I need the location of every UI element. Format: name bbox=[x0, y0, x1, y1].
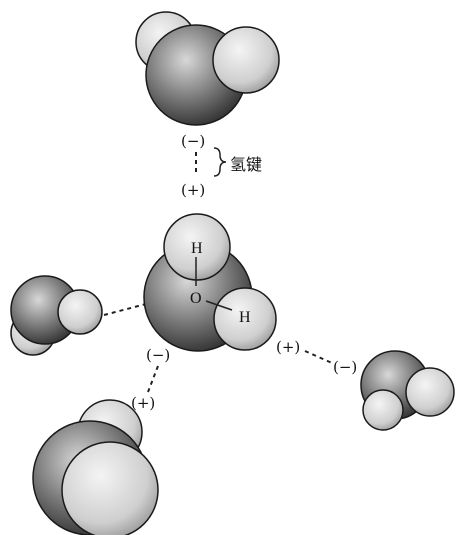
right-hydrogen-right bbox=[405, 367, 455, 417]
center-oh-bond-right bbox=[205, 300, 233, 311]
top-hydrogen-right bbox=[212, 26, 280, 94]
right-minus-charge: (−) bbox=[333, 358, 357, 376]
right-water-molecule bbox=[360, 350, 455, 431]
center-hydrogen-right bbox=[213, 287, 277, 351]
bottom-water-molecule bbox=[32, 399, 159, 535]
center-water-molecule: H O H bbox=[143, 213, 277, 352]
left-hydrogen-right bbox=[57, 289, 103, 335]
top-water-molecule bbox=[135, 11, 280, 126]
right-hydrogen-bond-line bbox=[304, 350, 333, 364]
right-hydrogen-bottom bbox=[362, 389, 404, 431]
hydrogen-bond-label: 氢键 bbox=[230, 155, 262, 174]
top-minus-charge: (−) bbox=[181, 132, 205, 150]
center-hydrogen-top bbox=[163, 213, 231, 281]
right-plus-charge: (+) bbox=[276, 338, 300, 356]
bottom-hydrogen-bottom bbox=[61, 441, 159, 535]
hydrogen-bond-brace bbox=[213, 147, 227, 177]
left-hydrogen-bond-line bbox=[103, 303, 147, 316]
left-water-molecule bbox=[10, 275, 103, 356]
bottom-minus-charge: (−) bbox=[146, 346, 170, 364]
center-oxygen-label: O bbox=[190, 290, 202, 307]
center-hydrogen-top-label: H bbox=[191, 240, 203, 257]
bottom-plus-charge: (+) bbox=[131, 394, 155, 412]
bottom-hydrogen-bond-line bbox=[147, 365, 159, 393]
center-hydrogen-right-label: H bbox=[239, 309, 251, 326]
top-plus-charge: (+) bbox=[181, 181, 205, 199]
